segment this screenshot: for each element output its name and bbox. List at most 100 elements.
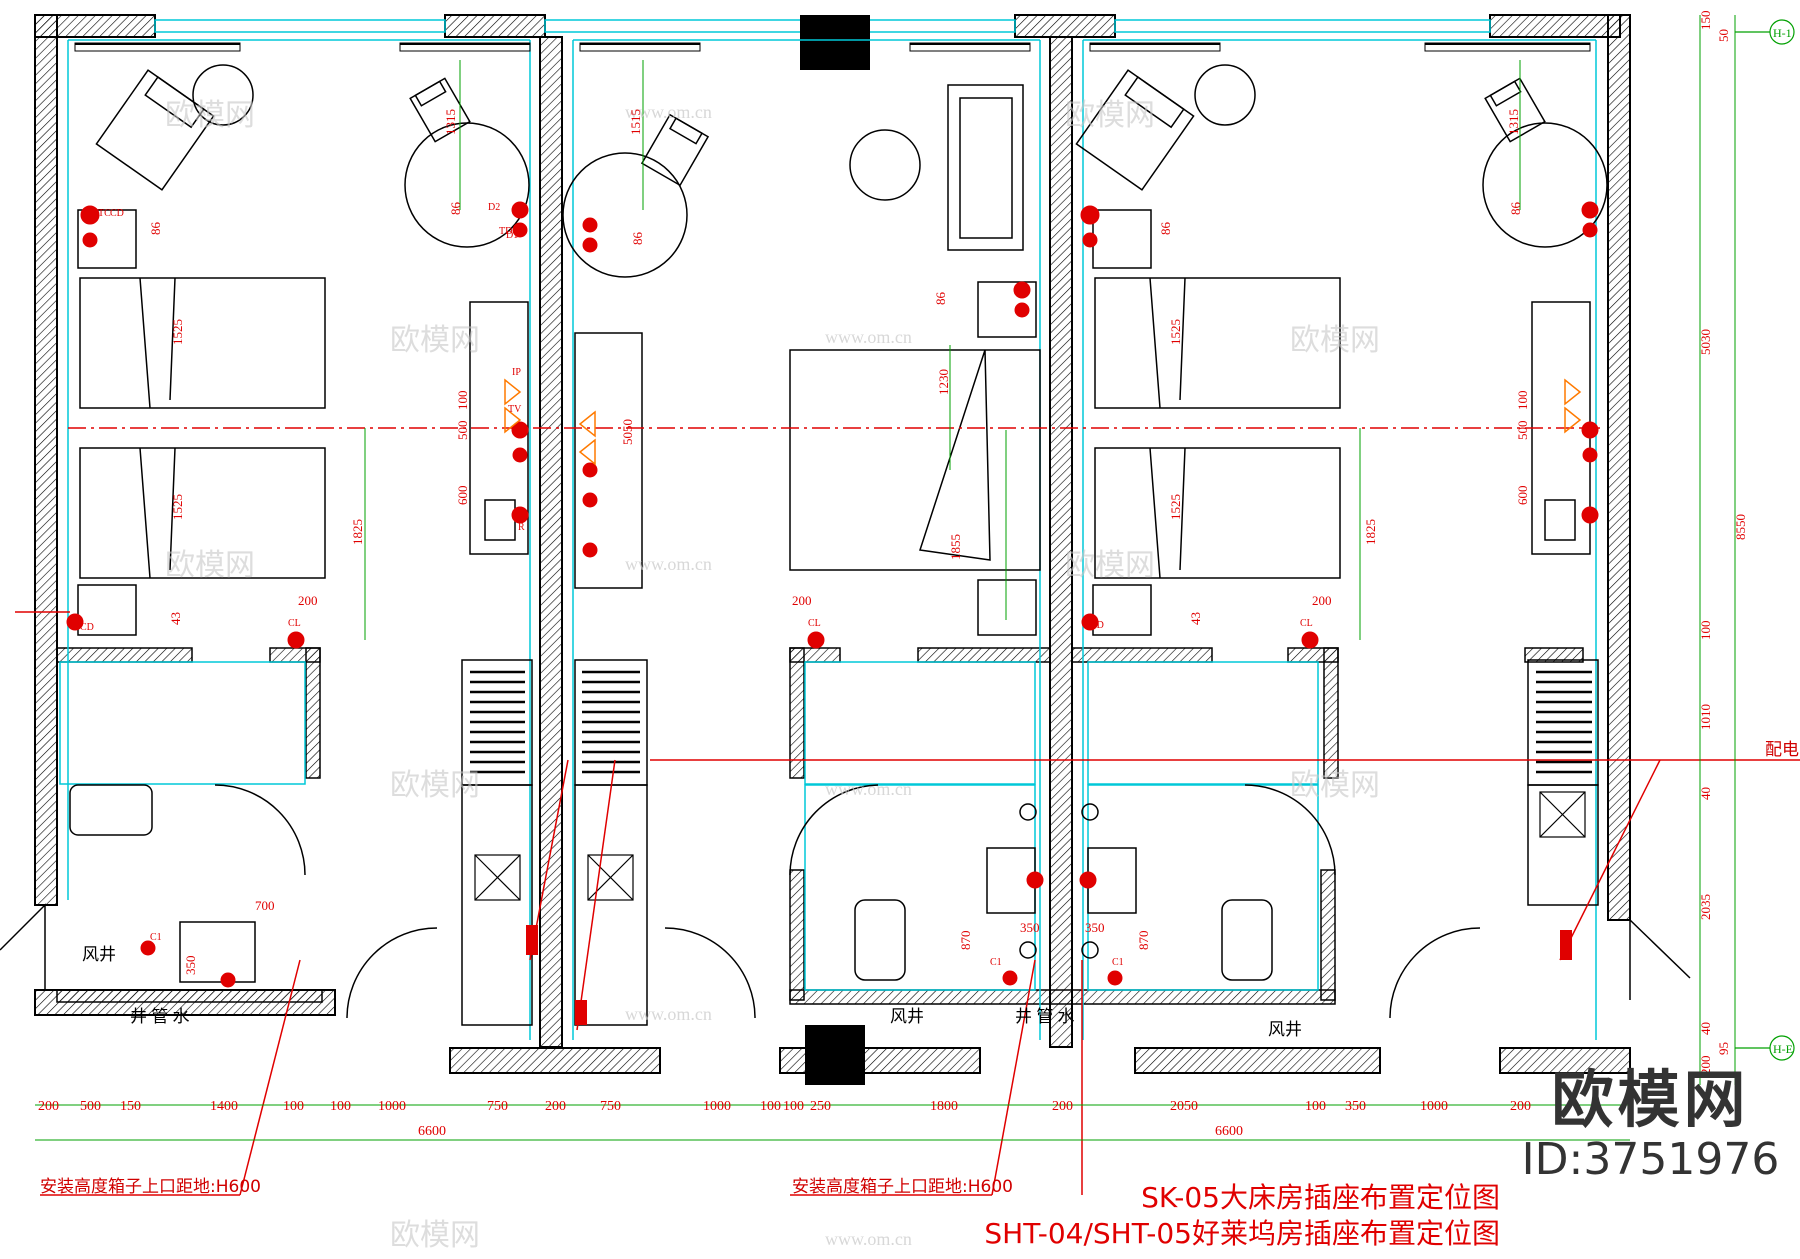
svg-text:250: 250 bbox=[810, 1099, 831, 1114]
svg-text:200: 200 bbox=[38, 1099, 59, 1114]
svg-text:欧模网: 欧模网 bbox=[1065, 99, 1155, 132]
svg-text:1000: 1000 bbox=[703, 1099, 731, 1114]
svg-text:86: 86 bbox=[148, 222, 163, 236]
shaft-label-right: 风井 bbox=[1268, 1020, 1302, 1039]
svg-text:www.om.cn: www.om.cn bbox=[825, 779, 912, 799]
svg-text:TD: TD bbox=[499, 226, 512, 237]
svg-text:350: 350 bbox=[183, 956, 198, 976]
svg-text:100: 100 bbox=[283, 1099, 304, 1114]
svg-text:1400: 1400 bbox=[210, 1099, 238, 1114]
svg-text:870: 870 bbox=[1136, 931, 1151, 951]
svg-text:www.om.cn: www.om.cn bbox=[625, 554, 712, 574]
watermarks: 欧模网 欧模网 欧模网 欧模网 欧模网 欧模网 欧模网 欧模网 欧模网 bbox=[165, 99, 1380, 1252]
room-labels: 风井 井 管 水 风井 井 管 水 风井 bbox=[82, 945, 1302, 1039]
shaft-label-mid: 风井 bbox=[890, 1007, 924, 1026]
shaft-marker bbox=[1560, 930, 1572, 960]
svg-text:8550: 8550 bbox=[1733, 514, 1748, 540]
svg-text:D1: D1 bbox=[506, 230, 518, 241]
svg-text:500: 500 bbox=[80, 1099, 101, 1114]
inner-dimension-labels: 1315 1515 1315 86 86 86 86 86 86 1525 15… bbox=[148, 109, 1530, 975]
svg-text:1000: 1000 bbox=[378, 1099, 406, 1114]
svg-text:www.om.cn: www.om.cn bbox=[825, 327, 912, 347]
svg-text:2050: 2050 bbox=[1170, 1099, 1198, 1114]
axis-label-texts: H-1 H-E bbox=[1773, 26, 1793, 1056]
svg-text:500: 500 bbox=[455, 421, 470, 441]
svg-text:100: 100 bbox=[760, 1099, 781, 1114]
svg-text:欧模网: 欧模网 bbox=[390, 769, 480, 802]
shaft-label-left: 风井 bbox=[82, 945, 116, 964]
svg-text:86: 86 bbox=[933, 292, 948, 306]
svg-text:CD: CD bbox=[110, 208, 124, 219]
green-dimensions bbox=[35, 15, 1736, 1141]
svg-text:1825: 1825 bbox=[350, 519, 365, 545]
svg-text:100: 100 bbox=[330, 1099, 351, 1114]
svg-text:CL: CL bbox=[1300, 618, 1313, 629]
right-dimensions: 150 50 5030 8550 100 1010 40 2035 40 95 … bbox=[1698, 11, 1748, 1076]
svg-text:200: 200 bbox=[1052, 1099, 1073, 1114]
svg-text:欧模网: 欧模网 bbox=[1290, 769, 1380, 802]
svg-text:750: 750 bbox=[600, 1099, 621, 1114]
svg-text:TC: TC bbox=[98, 208, 111, 219]
svg-text:600: 600 bbox=[1515, 486, 1530, 506]
bottom-dimensions: 200 500 150 1400 100 100 1000 750 200 75… bbox=[38, 1099, 1531, 1139]
svg-text:350: 350 bbox=[1345, 1099, 1366, 1114]
svg-text:350: 350 bbox=[1020, 920, 1040, 935]
svg-text:350: 350 bbox=[1085, 920, 1105, 935]
svg-text:6600: 6600 bbox=[1215, 1124, 1243, 1139]
axis-markers bbox=[1735, 19, 1795, 1061]
install-height-note-left: 安装高度箱子上口距地:H600 bbox=[40, 1177, 261, 1197]
svg-text:1315: 1315 bbox=[443, 109, 458, 135]
svg-text:1000: 1000 bbox=[1420, 1099, 1448, 1114]
svg-text:1525: 1525 bbox=[170, 319, 185, 345]
svg-text:200: 200 bbox=[1698, 1056, 1713, 1076]
svg-text:C1: C1 bbox=[150, 932, 162, 943]
svg-text:D2: D2 bbox=[488, 202, 500, 213]
svg-text:100: 100 bbox=[1698, 621, 1713, 641]
svg-text:100: 100 bbox=[1305, 1099, 1326, 1114]
svg-text:200: 200 bbox=[545, 1099, 566, 1114]
svg-text:100: 100 bbox=[783, 1099, 804, 1114]
sockets bbox=[66, 201, 1599, 988]
svg-text:100: 100 bbox=[455, 391, 470, 411]
tv-markers bbox=[504, 378, 1582, 466]
watermark-urls: www.om.cn www.om.cn www.om.cn www.om.cn … bbox=[625, 102, 912, 1249]
svg-text:CL: CL bbox=[288, 618, 301, 629]
furniture bbox=[0, 64, 1691, 1026]
svg-text:1010: 1010 bbox=[1698, 704, 1713, 730]
svg-text:40: 40 bbox=[1698, 1022, 1713, 1035]
svg-text:43: 43 bbox=[168, 612, 183, 625]
svg-text:1525: 1525 bbox=[1168, 494, 1183, 520]
svg-text:1515: 1515 bbox=[628, 109, 643, 135]
svg-text:欧模网: 欧模网 bbox=[390, 324, 480, 357]
svg-text:1800: 1800 bbox=[930, 1099, 958, 1114]
walls bbox=[34, 14, 1631, 1085]
svg-text:1525: 1525 bbox=[1168, 319, 1183, 345]
distribution-label: 配电 bbox=[1765, 740, 1799, 760]
svg-text:200: 200 bbox=[792, 593, 812, 608]
svg-text:95: 95 bbox=[1716, 1042, 1731, 1055]
svg-text:50: 50 bbox=[1716, 29, 1731, 42]
svg-text:1525: 1525 bbox=[170, 494, 185, 520]
drawing-titles: SK-05大床房插座布置定位图 SHT-04/SHT-05好莱坞房插座布置定位图 bbox=[960, 1180, 1500, 1252]
svg-text:H-E: H-E bbox=[1773, 1042, 1793, 1056]
svg-text:40: 40 bbox=[1698, 787, 1713, 800]
svg-text:86: 86 bbox=[1508, 202, 1523, 216]
svg-text:CD: CD bbox=[1090, 620, 1104, 631]
svg-text:C1: C1 bbox=[1112, 957, 1124, 968]
svg-text:200: 200 bbox=[1510, 1099, 1531, 1114]
svg-text:100: 100 bbox=[1515, 391, 1530, 411]
svg-text:200: 200 bbox=[298, 593, 318, 608]
drawing-title-2: SHT-04/SHT-05好莱坞房插座布置定位图 bbox=[984, 1217, 1500, 1250]
svg-text:870: 870 bbox=[958, 931, 973, 951]
svg-text:www.om.cn: www.om.cn bbox=[825, 1229, 912, 1249]
svg-text:200: 200 bbox=[1312, 593, 1332, 608]
svg-text:150: 150 bbox=[1698, 11, 1713, 31]
svg-text:86: 86 bbox=[630, 232, 645, 246]
pipe-label-mid: 井 管 水 bbox=[1015, 1007, 1075, 1026]
svg-text:5030: 5030 bbox=[1698, 329, 1713, 355]
curtains bbox=[74, 42, 1591, 52]
svg-text:750: 750 bbox=[487, 1099, 508, 1114]
svg-text:R: R bbox=[518, 522, 525, 533]
brand-id: ID:3751976 bbox=[1521, 1134, 1780, 1185]
